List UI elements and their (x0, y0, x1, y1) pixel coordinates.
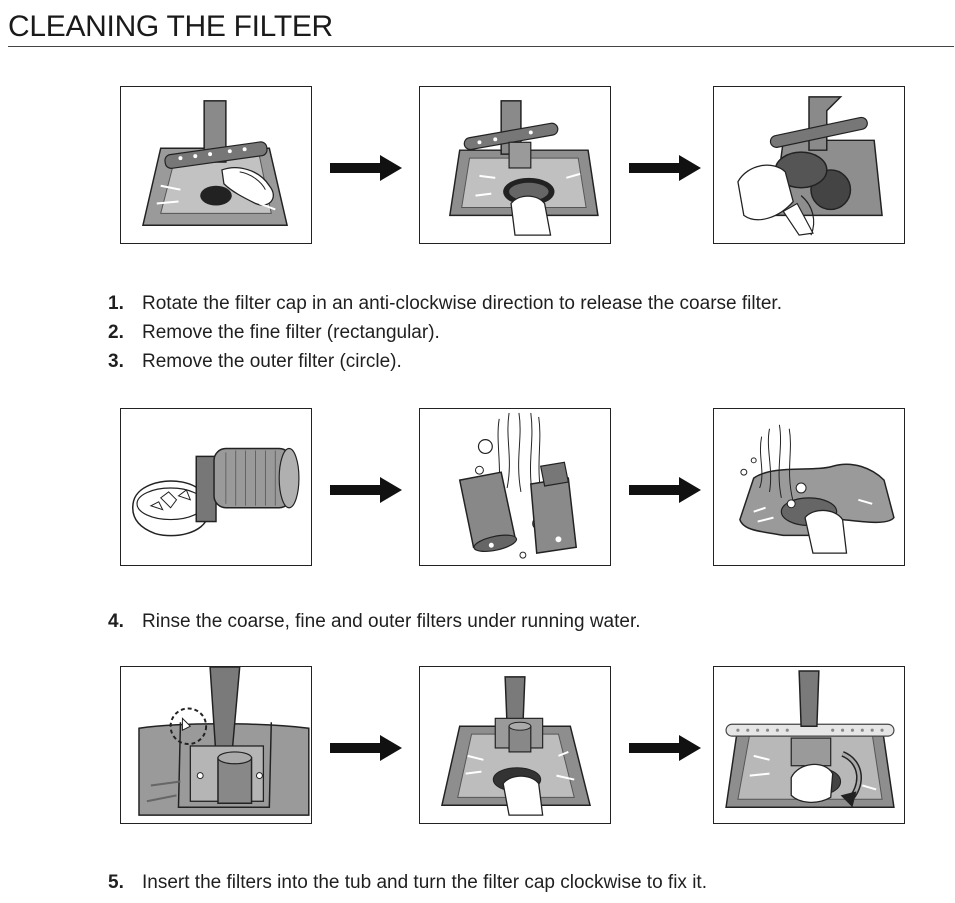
illustration-insert-filter (419, 666, 611, 824)
step-number: 4. (108, 611, 124, 632)
outer-filter-removal-illustration (737, 96, 883, 236)
right-arrow-icon (629, 735, 701, 761)
step-number: 5. (108, 872, 124, 893)
step-text: Rinse the coarse, fine and outer filters… (142, 611, 641, 632)
tub-rinse-illustration (739, 424, 895, 554)
list-item: 3. Remove the outer filter (circle). (108, 347, 782, 376)
step-number: 2. (108, 322, 124, 343)
illustration-align-filter (120, 666, 312, 824)
right-arrow-icon (330, 735, 402, 761)
step-number: 3. (108, 351, 124, 372)
fine-filter-removal-illustration (448, 100, 599, 236)
step-text: Remove the fine filter (rectangular). (142, 322, 440, 343)
title-divider (8, 46, 954, 47)
illustration-rinse-tub (713, 408, 905, 566)
instruction-list-step-5: 5. Insert the filters into the tub and tu… (108, 868, 707, 897)
illustration-remove-fine-filter (419, 86, 611, 244)
right-arrow-icon (330, 155, 402, 181)
illustration-empty-filter (120, 408, 312, 566)
illustration-remove-outer-filter (713, 86, 905, 244)
list-item: 5. Insert the filters into the tub and tu… (108, 868, 707, 897)
right-arrow-icon (629, 477, 701, 503)
illustration-turn-cap-clockwise (713, 666, 905, 824)
filter-cap-rotate-illustration (142, 100, 289, 226)
filter-debris-illustration (132, 447, 300, 537)
step-text: Insert the filters into the tub and turn… (142, 872, 707, 893)
step-text: Rotate the filter cap in an anti-clockwi… (142, 293, 782, 314)
illustration-rinse-filters (419, 408, 611, 566)
filter-rinse-illustration (458, 412, 578, 559)
illustration-rotate-filter-cap (120, 86, 312, 244)
page-title: CLEANING THE FILTER (8, 10, 333, 43)
right-arrow-icon (629, 155, 701, 181)
right-arrow-icon (330, 477, 402, 503)
list-item: 4. Rinse the coarse, fine and outer filte… (108, 607, 641, 636)
step-number: 1. (108, 293, 124, 314)
instruction-list-step-4: 4. Rinse the coarse, fine and outer filte… (108, 607, 641, 636)
instruction-list-steps-1-3: 1. Rotate the filter cap in an anti-clock… (108, 289, 782, 376)
step-text: Remove the outer filter (circle). (142, 351, 402, 372)
filter-alignment-illustration (138, 667, 310, 816)
filter-insert-illustration (441, 676, 591, 816)
list-item: 1. Rotate the filter cap in an anti-clock… (108, 289, 782, 318)
list-item: 2. Remove the fine filter (rectangular). (108, 318, 782, 347)
cap-clockwise-illustration (725, 670, 895, 808)
